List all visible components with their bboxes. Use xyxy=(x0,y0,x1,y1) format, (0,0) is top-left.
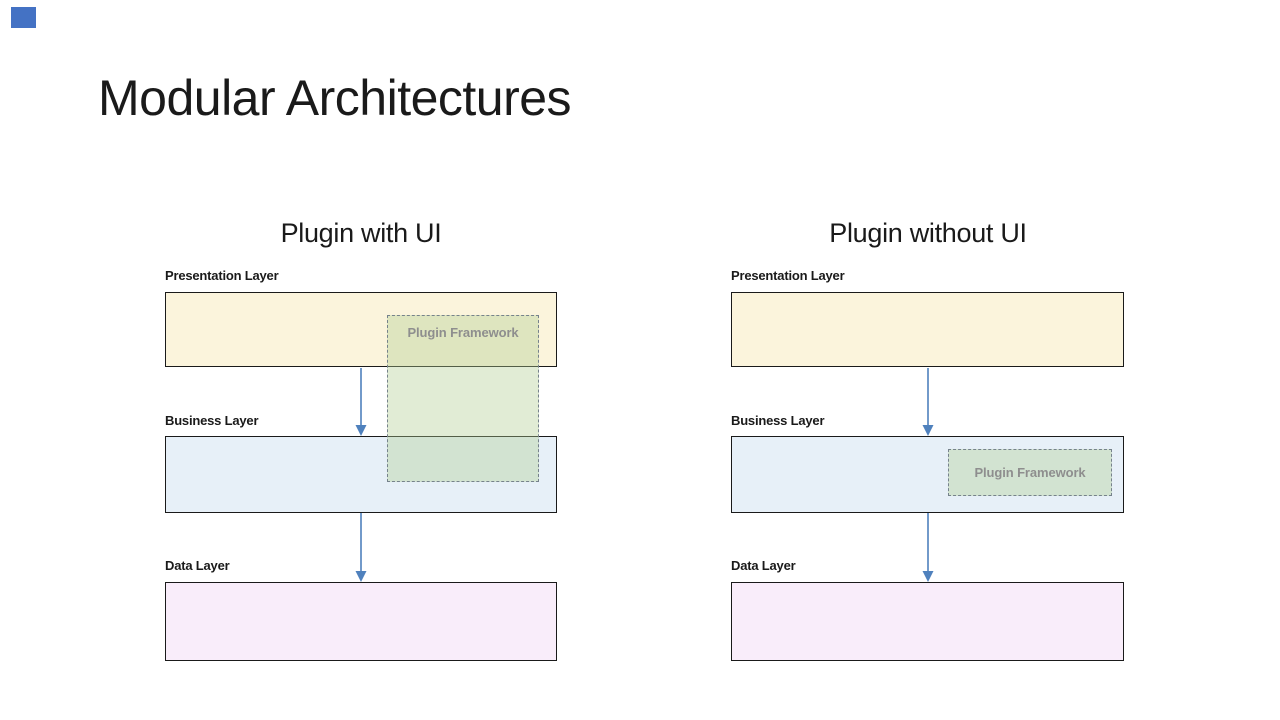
arrow-business-to-data xyxy=(355,513,367,582)
corner-accent-rectangle xyxy=(11,7,36,28)
presentation-layer-box xyxy=(165,292,557,367)
business-layer-label: Business Layer xyxy=(731,413,825,428)
slide-title: Modular Architectures xyxy=(98,70,572,126)
arrow-business-to-data xyxy=(922,513,934,582)
business-layer-label: Business Layer xyxy=(165,413,259,428)
plugin-framework-box: Plugin Framework xyxy=(948,449,1112,496)
plugin-framework-label: Plugin Framework xyxy=(407,325,519,340)
data-layer-label: Data Layer xyxy=(165,558,230,573)
data-layer-box xyxy=(165,582,557,661)
plugin-framework-box: Plugin Framework xyxy=(387,315,539,482)
diagram-heading: Plugin with UI xyxy=(280,218,442,248)
arrow-presentation-to-business xyxy=(922,368,934,436)
presentation-layer-label: Presentation Layer xyxy=(165,268,279,283)
presentation-layer-label: Presentation Layer xyxy=(731,268,845,283)
data-layer-label: Data Layer xyxy=(731,558,796,573)
business-layer-box xyxy=(165,436,557,513)
plugin-framework-label: Plugin Framework xyxy=(974,465,1086,480)
business-layer-box xyxy=(731,436,1124,513)
presentation-layer-box xyxy=(731,292,1124,367)
arrow-presentation-to-business xyxy=(355,368,367,436)
diagram-heading: Plugin without UI xyxy=(829,218,1027,248)
data-layer-box xyxy=(731,582,1124,661)
